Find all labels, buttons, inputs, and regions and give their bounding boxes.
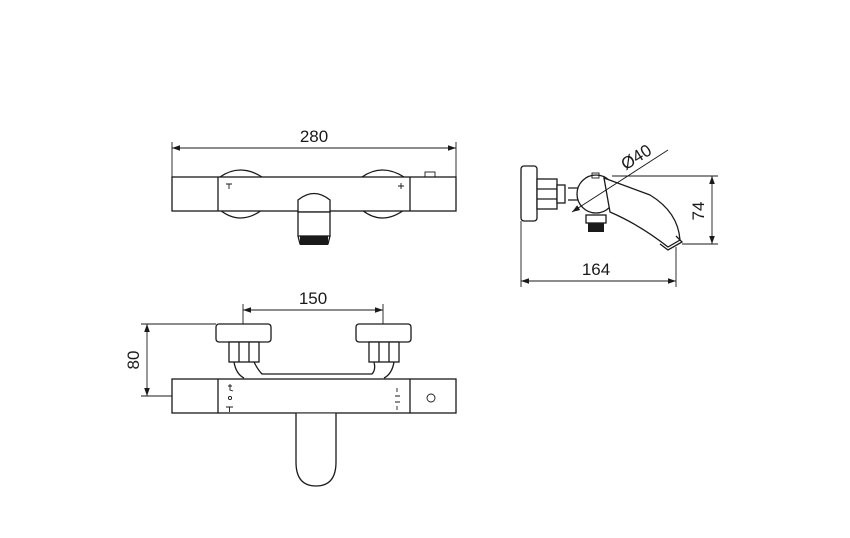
aerator [300,236,328,245]
top-view: 280 [171,127,457,245]
dim-label-74: 74 [689,202,708,221]
right-wall-flange [361,169,405,178]
dim-label-dia40: Ø40 [618,141,655,174]
dim-label-80: 80 [124,351,143,370]
dim-line-dia40 [571,149,669,213]
side-view: Ø40 74 164 [520,141,718,287]
right-wall-flange-bottom [361,209,405,219]
right-wall-disc [355,323,412,343]
spout-front [295,413,337,487]
left-wall-flange [219,169,263,178]
spout-side [603,176,681,248]
front-view: 150 80 [124,289,457,487]
left-wall-flange-bottom [219,209,263,219]
dim-label-150: 150 [299,289,327,308]
left-wall-disc [215,323,272,343]
mixer-body-front [171,378,457,414]
dim-label-280: 280 [300,127,328,146]
dim-label-164: 164 [582,260,610,279]
wall-disc-side [520,165,538,222]
spout-top [297,192,331,213]
